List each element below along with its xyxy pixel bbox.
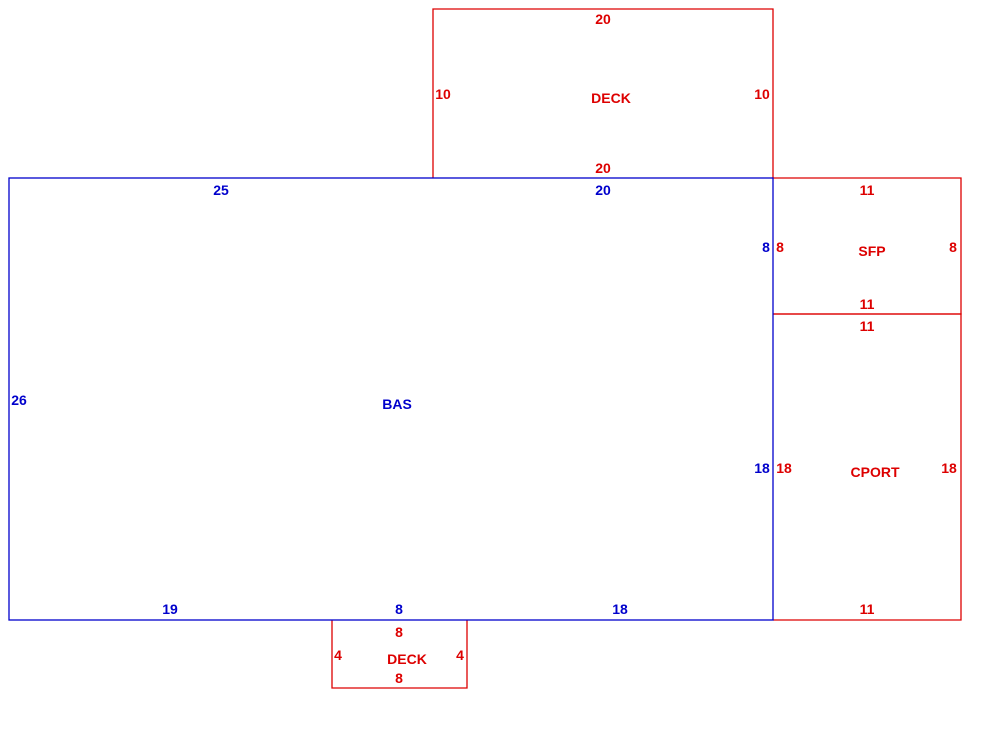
cport-outline [773,313,962,621]
sfp-area: 11 8 SFP 8 11 [773,177,962,315]
bas-right-upper-dimension: 8 [762,239,770,255]
deck-top-top-dimension: 20 [595,11,611,27]
sfp-top-dimension: 11 [860,182,875,198]
deck-bottom-outline [331,620,468,689]
deck-top-area: 20 10 10 DECK 20 [432,8,774,178]
bas-right-lower-dimension: 18 [754,460,770,476]
cport-left-dimension: 18 [776,460,792,476]
bas-bottom-mid-dimension: 8 [395,601,403,617]
deck-top-bottom-dimension: 20 [595,160,611,176]
bas-top-right-dimension: 20 [595,182,611,198]
sfp-bottom-dimension: 11 [860,296,875,312]
deck-bottom-name: DECK [387,651,427,667]
sfp-right-dimension: 8 [949,239,957,255]
deck-bottom-left-dimension: 4 [334,647,342,663]
deck-top-outline [432,8,774,178]
cport-right-dimension: 18 [941,460,957,476]
sfp-name: SFP [858,243,885,259]
bas-area: 25 20 26 BAS 8 18 19 8 18 [8,177,774,621]
deck-bottom-top-dimension: 8 [395,624,403,640]
deck-top-name: DECK [591,90,631,106]
bas-bottom-left-dimension: 19 [162,601,178,617]
deck-bottom-bottom-dimension: 8 [395,670,403,686]
deck-bottom-right-dimension: 4 [456,647,464,663]
sfp-left-dimension: 8 [776,239,784,255]
bas-bottom-right-dimension: 18 [612,601,628,617]
deck-bottom-area: 8 4 DECK 4 8 [331,620,468,689]
deck-top-right-dimension: 10 [754,86,770,102]
bas-outline [8,177,774,621]
cport-name: CPORT [851,464,900,480]
cport-bottom-dimension: 11 [860,601,875,617]
deck-top-left-dimension: 10 [435,86,451,102]
cport-top-dimension: 11 [860,318,875,334]
bas-left-dimension: 26 [11,392,27,408]
bas-top-left-dimension: 25 [213,182,229,198]
bas-name: BAS [382,396,412,412]
cport-area: 11 18 CPORT 18 11 [773,313,962,621]
